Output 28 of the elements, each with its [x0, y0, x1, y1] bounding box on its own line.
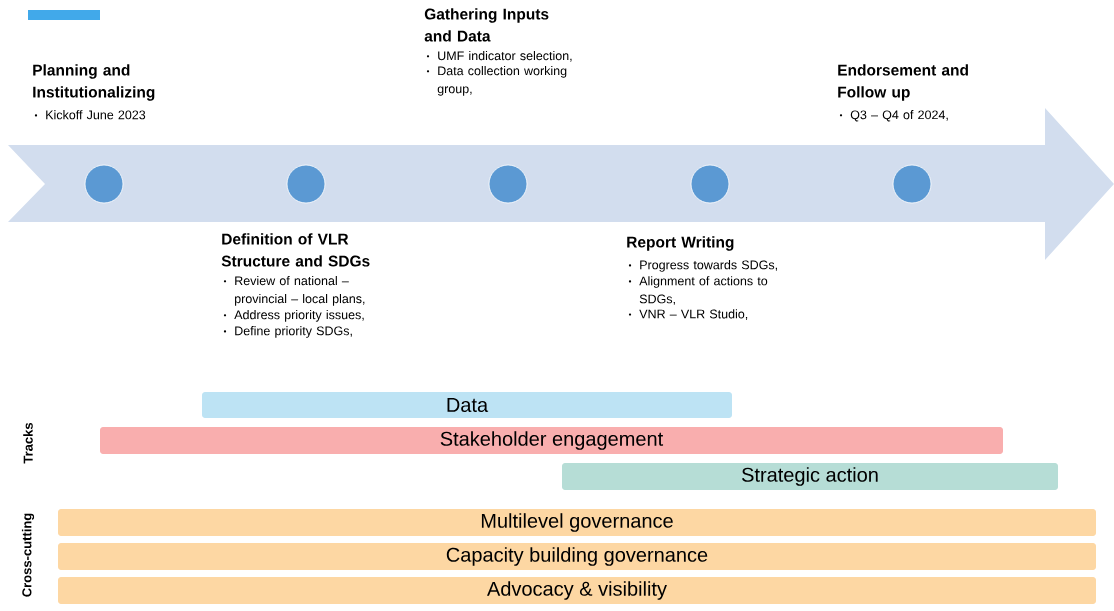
bullet-item: Alignment of actions to SDGs, [628, 276, 768, 305]
milestone-circle [892, 164, 932, 204]
bullet-item: Review of national – provincial – local plans, [223, 276, 365, 306]
milestone-circle [690, 164, 730, 204]
track-bar: Stakeholder engagement [100, 427, 1003, 454]
bullet-item: Data collection working group, [426, 66, 567, 96]
stage-heading: Planning and Institutionalizing [33, 64, 155, 101]
milestone-circle [84, 164, 124, 204]
bullet-item: Q3 – Q4 of 2024, [839, 110, 948, 122]
group-label: Cross-cutting [21, 513, 35, 597]
stage-heading: Gathering Inputs and Data [424, 8, 549, 42]
track-bar: Advocacy & visibility [58, 577, 1096, 604]
bullet-item: Progress towards SDGs, [628, 260, 777, 272]
bullet-item: UMF indicator selection, [426, 51, 572, 62]
track-bar: Data [202, 392, 732, 418]
stage-heading: Endorsement and Follow up [838, 64, 968, 101]
bullet-item: VNR – VLR Studio, [628, 309, 748, 320]
stage-heading: Report Writing [627, 236, 734, 251]
track-bar: Capacity building governance [58, 543, 1096, 570]
bullet-item: Define priority SDGs, [223, 326, 352, 338]
track-bar: Multilevel governance [58, 509, 1096, 536]
milestone-circle [286, 164, 326, 204]
bullet-item: Address priority issues, [223, 310, 364, 322]
group-label: Tracks [23, 422, 33, 464]
stage-heading: Definition of VLR Structure and SDGs [221, 233, 370, 267]
bullet-item: Kickoff June 2023 [34, 110, 146, 120]
track-bar: Strategic action [562, 463, 1058, 490]
milestone-circle [488, 164, 528, 204]
